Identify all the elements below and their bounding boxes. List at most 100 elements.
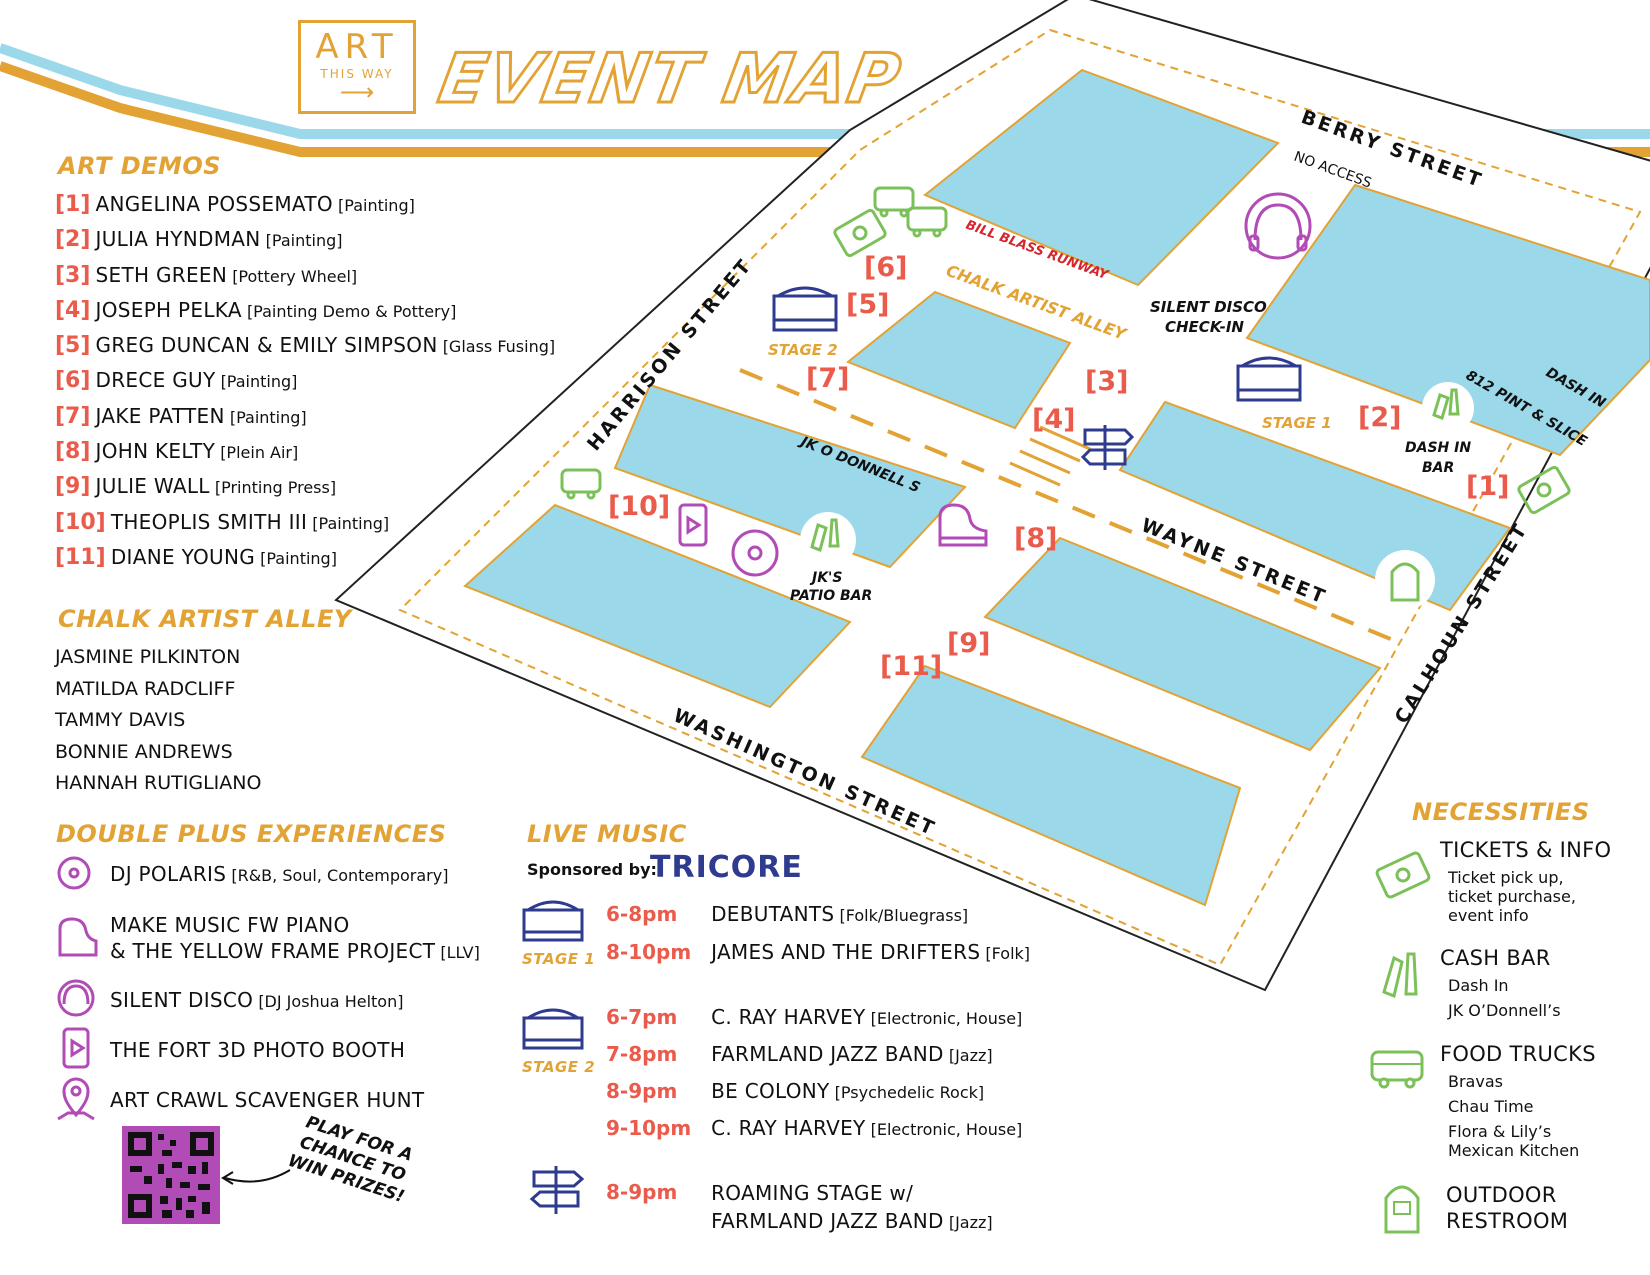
chalk-alley-list: JASMINE PILKINTON MATILDA RADCLIFF TAMMY… bbox=[55, 642, 261, 800]
list-item: [5] GREG DUNCAN & EMILY SIMPSON [Glass F… bbox=[55, 333, 556, 359]
tickets-info: TICKETS & INFO Ticket pick up, ticket pu… bbox=[1440, 838, 1612, 925]
live-music-title: LIVE MUSIC bbox=[527, 820, 687, 848]
food-truck-icon bbox=[1370, 1050, 1424, 1089]
map-pin-icon bbox=[57, 1077, 95, 1121]
food-trucks: FOOD TRUCKS Bravas Chau Time Flora & Lil… bbox=[1440, 1042, 1596, 1160]
stage-1-label: STAGE 1 bbox=[522, 950, 596, 968]
map-marker-5: [5] bbox=[846, 289, 889, 320]
stage-icon bbox=[1236, 356, 1302, 402]
dj-polaris: DJ POLARIS [R&B, Soul, Contemporary] bbox=[110, 862, 449, 886]
stage-2-schedule: 6-7pm C. RAY HARVEY [Electronic, House] … bbox=[606, 1005, 1022, 1153]
block-8 bbox=[860, 664, 1242, 907]
label-patio-1: JK'S bbox=[809, 570, 842, 586]
block-7 bbox=[983, 536, 1382, 752]
block-2 bbox=[1245, 183, 1650, 457]
food-truck-icon bbox=[560, 468, 602, 500]
list-item: [7] JAKE PATTEN [Painting] bbox=[55, 403, 307, 429]
qr-code[interactable] bbox=[122, 1126, 220, 1224]
art-demos-list: [1] ANGELINA POSSEMATO [Painting] [2] JU… bbox=[55, 192, 575, 580]
curved-arrow-icon bbox=[221, 1169, 291, 1185]
block-6 bbox=[463, 503, 852, 709]
vinyl-record-icon bbox=[731, 529, 779, 577]
outdoor-restroom: OUTDOOR RESTROOM bbox=[1446, 1183, 1569, 1233]
ticket-icon bbox=[1517, 465, 1571, 515]
ticket-icon bbox=[833, 208, 887, 258]
list-item: [4] JOSEPH PELKA [Painting Demo & Potter… bbox=[55, 297, 457, 323]
stage-1-schedule: 6-8pm DEBUTANTS [Folk/Bluegrass] 8-10pm … bbox=[606, 902, 1030, 978]
logo-line-1: ART bbox=[315, 27, 399, 67]
stage-icon bbox=[522, 900, 584, 942]
list-item: BONNIE ANDREWS bbox=[55, 740, 233, 763]
phone-booth-icon bbox=[678, 503, 708, 547]
beer-bottles-icon bbox=[800, 512, 856, 568]
list-item: [3] SETH GREEN [Pottery Wheel] bbox=[55, 262, 358, 288]
beer-bottles-icon bbox=[1382, 952, 1418, 999]
chalk-alley-title: CHALK ARTIST ALLEY bbox=[58, 605, 352, 633]
list-item: [9] JULIE WALL [Printing Press] bbox=[55, 474, 337, 500]
restroom-icon bbox=[1375, 550, 1435, 610]
map-marker-2: [2] bbox=[1358, 402, 1401, 433]
list-item: MATILDA RADCLIFF bbox=[55, 677, 236, 700]
map-marker-8: [8] bbox=[1014, 523, 1057, 554]
piano-icon bbox=[58, 917, 98, 957]
list-item: [11] DIANE YOUNG [Painting] bbox=[55, 544, 337, 570]
arrow-icon: ⟶ bbox=[339, 78, 375, 106]
scavenger-hunt: ART CRAWL SCAVENGER HUNT bbox=[110, 1088, 425, 1112]
make-music-piano: MAKE MUSIC FW PIANO & THE YELLOW FRAME P… bbox=[110, 913, 480, 963]
list-item: HANNAH RUTIGLIANO bbox=[55, 772, 262, 794]
stage-icon bbox=[522, 1008, 584, 1050]
list-item: [6] DRECE GUY [Painting] bbox=[55, 368, 298, 394]
map-marker-3: [3] bbox=[1085, 366, 1128, 397]
double-plus-title: DOUBLE PLUS EXPERIENCES bbox=[56, 820, 447, 848]
map-marker-7: [7] bbox=[806, 363, 849, 394]
label-dash-bar-2: BAR bbox=[1422, 460, 1454, 476]
sponsor-logo: TRICORE bbox=[650, 850, 803, 885]
art-this-way-logo: ART THIS WAY ⟶ bbox=[298, 20, 416, 114]
schedule-row: 8-9pm BE COLONY [Psychedelic Rock] bbox=[606, 1079, 985, 1103]
restroom-icon bbox=[1384, 1185, 1420, 1234]
photo-booth: THE FORT 3D PHOTO BOOTH bbox=[110, 1038, 406, 1062]
map-marker-10: [10] bbox=[608, 491, 670, 522]
page-title: EVENT MAP bbox=[432, 39, 910, 121]
list-item: [8] JOHN KELTY [Plein Air] bbox=[55, 439, 299, 465]
list-item: TAMMY DAVIS bbox=[55, 709, 186, 731]
block-3 bbox=[846, 290, 1072, 430]
food-truck-icon bbox=[873, 186, 948, 238]
list-item: [2] JULIA HYNDMAN [Painting] bbox=[55, 227, 343, 253]
label-stage-1: STAGE 1 bbox=[1262, 414, 1332, 432]
silent-disco: SILENT DISCO [DJ Joshua Helton] bbox=[110, 988, 404, 1012]
phone-booth-icon bbox=[62, 1027, 90, 1069]
headphones-icon bbox=[57, 979, 95, 1017]
piano-icon bbox=[938, 503, 988, 547]
ticket-icon bbox=[1375, 851, 1431, 899]
stage-2-label: STAGE 2 bbox=[522, 1058, 596, 1076]
beer-bottles-icon bbox=[1422, 382, 1474, 434]
schedule-row: 6-8pm DEBUTANTS [Folk/Bluegrass] bbox=[606, 902, 969, 926]
label-patio-2: PATIO BAR bbox=[790, 588, 872, 604]
map-marker-11: [11] bbox=[880, 651, 942, 682]
map-marker-9: [9] bbox=[947, 628, 990, 659]
cash-bar: CASH BAR Dash In JK O’Donnell’s bbox=[1440, 946, 1561, 1020]
map-marker-4: [4] bbox=[1032, 404, 1075, 435]
roaming-stage: 8-9pm ROAMING STAGE w/ FARMLAND JAZZ BAN… bbox=[606, 1180, 993, 1233]
necessities-title: NECESSITIES bbox=[1412, 798, 1590, 826]
headphones-icon bbox=[1244, 192, 1312, 260]
schedule-row: 6-7pm C. RAY HARVEY [Electronic, House] bbox=[606, 1005, 1023, 1029]
label-stage-2: STAGE 2 bbox=[768, 341, 838, 359]
vinyl-record-icon bbox=[57, 856, 91, 890]
block-5 bbox=[613, 383, 967, 569]
signpost-icon bbox=[529, 1166, 585, 1214]
label-disco-1: SILENT DISCO bbox=[1150, 298, 1267, 316]
label-dash-bar-1: DASH IN bbox=[1405, 440, 1471, 456]
map-marker-1: [1] bbox=[1466, 471, 1509, 502]
sponsor-label: Sponsored by: bbox=[527, 860, 657, 879]
list-item: [1] ANGELINA POSSEMATO [Painting] bbox=[55, 192, 415, 217]
signpost-icon bbox=[1080, 425, 1135, 470]
map-marker-6: [6] bbox=[864, 252, 907, 283]
logo-line-2: THIS WAY bbox=[320, 67, 394, 81]
block-1 bbox=[923, 68, 1280, 287]
list-item: JASMINE PILKINTON bbox=[55, 646, 241, 668]
schedule-row: 8-10pm JAMES AND THE DRIFTERS [Folk] bbox=[606, 940, 1031, 964]
art-demos-title: ART DEMOS bbox=[58, 152, 222, 180]
